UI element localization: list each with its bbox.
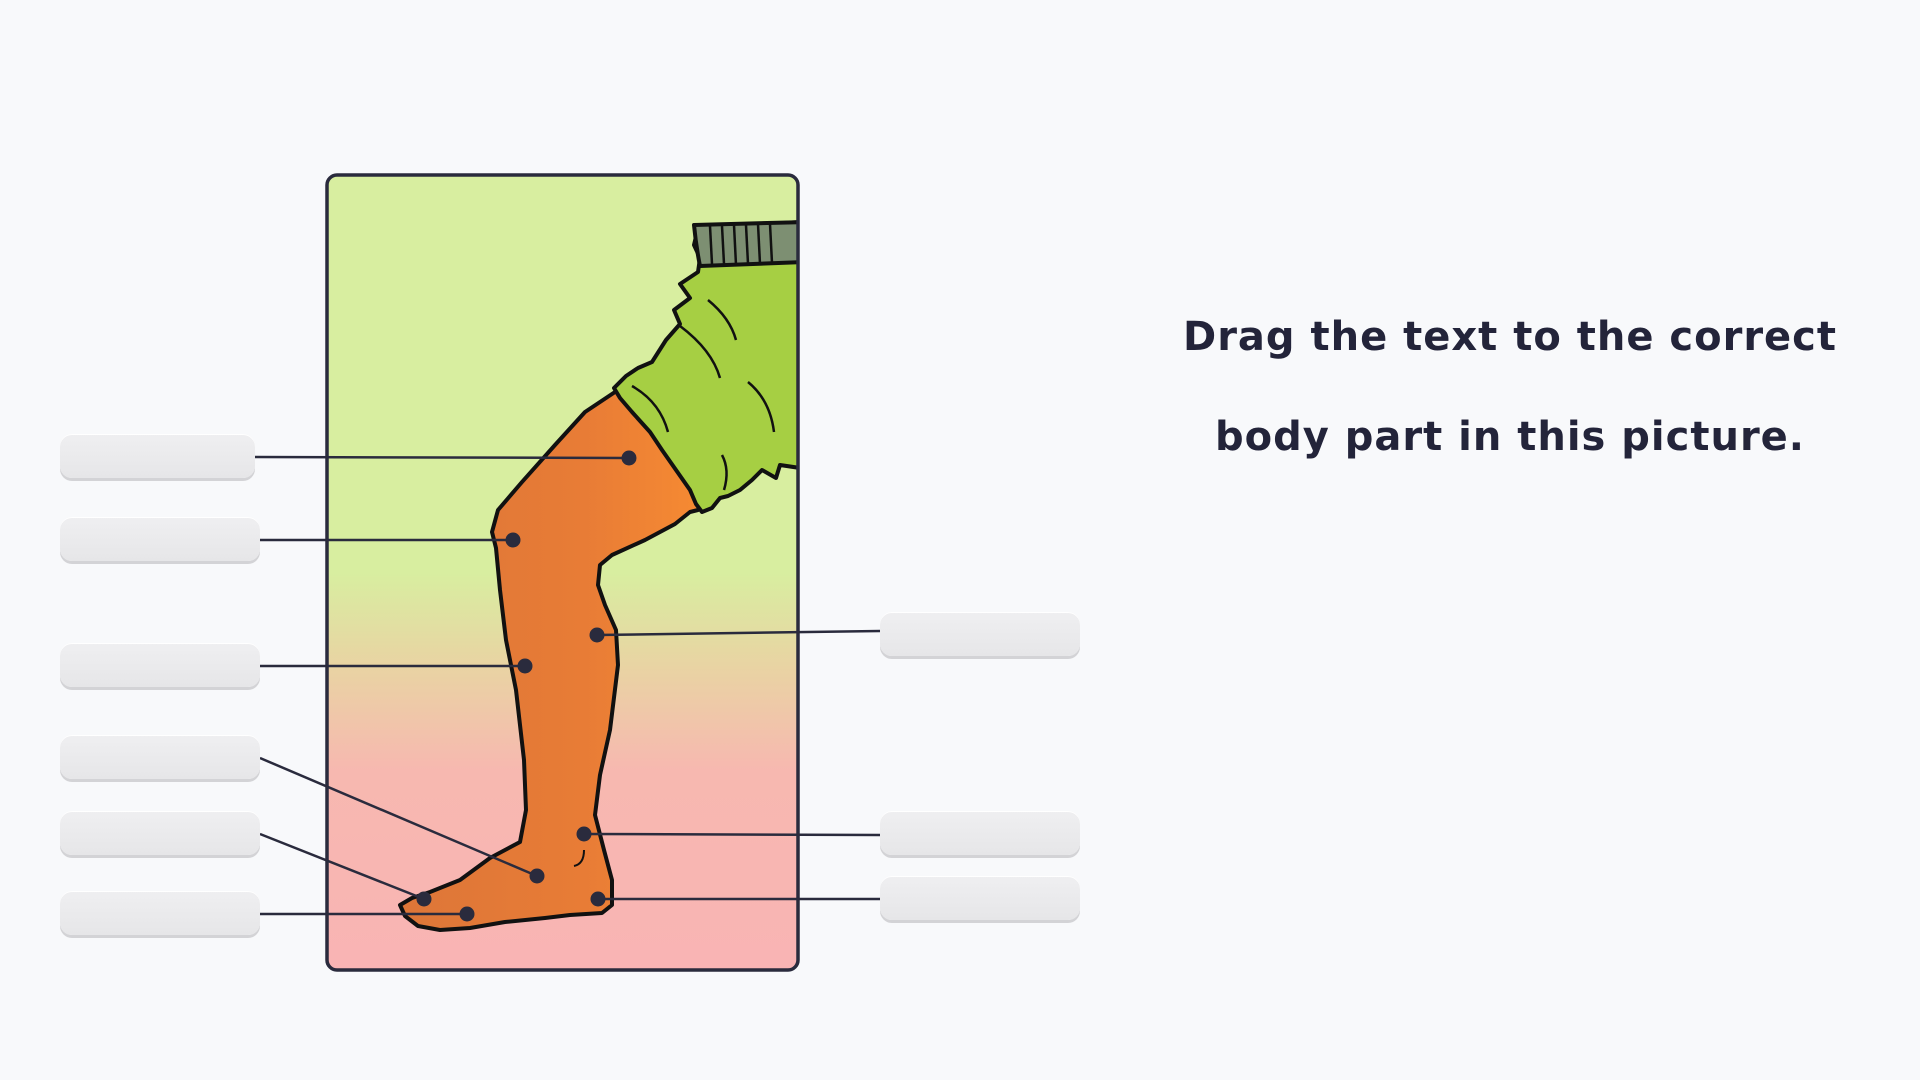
drop-target-knee[interactable] [60,517,260,561]
drop-target-calf[interactable] [880,612,1080,656]
pointer-dot-thigh [621,450,637,466]
pointer-dot-toes [416,891,432,907]
instruction-text: Drag the text to the correct body part i… [1130,262,1890,512]
pointer-dot-ankle [576,826,592,842]
instruction-line-1: Drag the text to the correct [1182,314,1837,360]
waistband-rib [708,225,714,265]
drop-target-thigh[interactable] [60,434,255,478]
pointer-dots [416,450,637,922]
pointer-line-calf [596,629,881,637]
drop-target-shin[interactable] [60,643,260,687]
waistband-rib [768,223,774,264]
drop-target-heel[interactable] [880,876,1080,920]
pointer-dot-calf [589,627,605,643]
picture-panel-border [325,173,800,972]
pointer-line-instep [259,756,538,878]
drop-target-instep[interactable] [60,735,260,779]
leg [398,388,710,932]
drop-target-toes[interactable] [60,811,260,855]
pointer-line-ankle [583,832,881,837]
shorts-fold [720,454,728,491]
shorts-fold [747,381,776,433]
waistband-rib [744,224,750,265]
pointer-line-thigh [254,455,630,460]
waistband-rib [720,225,726,265]
pointer-dot-ball [459,906,475,922]
pointer-dot-instep [529,868,545,884]
shorts-fold [707,299,738,341]
pointer-line-toes [259,832,425,901]
shorts [612,220,798,514]
pointer-dot-heel [590,891,606,907]
pointer-lines [254,455,881,916]
waistband-rib [732,224,738,266]
drop-target-ankle[interactable] [880,811,1080,855]
waistband-rib [756,223,762,265]
leg-illustration [398,220,798,932]
ankle-mark [573,849,585,867]
shorts-fold [631,384,670,433]
pointer-dot-shin [517,658,533,674]
instruction-line-2: body part in this picture. [1214,414,1805,460]
drop-target-ball-of-foot[interactable] [60,891,260,935]
shorts-fold [679,325,722,379]
pointer-dot-knee [505,532,521,548]
